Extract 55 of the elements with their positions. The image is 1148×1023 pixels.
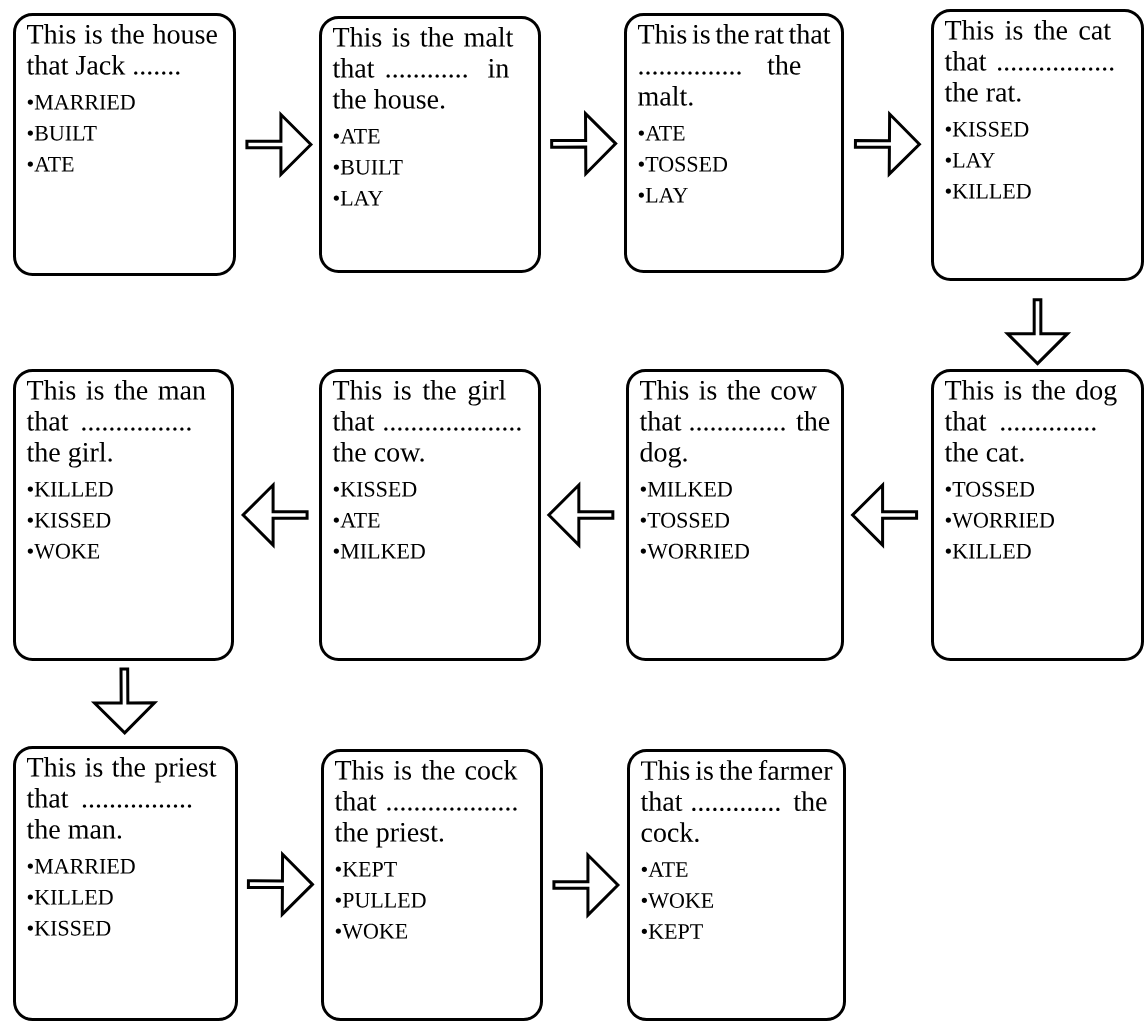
bullet-item: •WOKE [27, 543, 100, 559]
sentence: This is the girl that .................... the cow. [332, 380, 521, 462]
bullet-item: •ATE [333, 128, 380, 144]
text-box [319, 16, 541, 273]
text-box [319, 369, 541, 661]
sentence: This is the house that Jack ....... [26, 24, 217, 75]
bullet-item: •MILKED [333, 544, 425, 559]
text-box [13, 746, 238, 1021]
text-box [13, 13, 236, 276]
bullet-item: •WOKE [335, 923, 408, 939]
bullet-item: •KILLED [27, 482, 113, 497]
bullet-item: •KILLED [945, 544, 1031, 559]
text-box [931, 369, 1144, 661]
bullet-item: •KISSED [27, 920, 111, 936]
bullet-item: •TOSSED [945, 481, 1035, 497]
text-box [626, 369, 844, 661]
sentence: This is the cow that .............. the dog. [639, 380, 830, 468]
bullet-item: •KISSED [333, 481, 417, 497]
bullet-item: •ATE [27, 156, 74, 172]
bullet-item: •TOSSED [640, 512, 730, 528]
sentence: This is the dog that .............. the cat. [944, 380, 1117, 462]
bullet-item: •KILLED [945, 184, 1031, 199]
sentence: This is the farmer that ............. the cock. [640, 760, 833, 843]
bullet-item: •KEPT [335, 862, 397, 877]
bullet-item: •MILKED [640, 482, 732, 497]
bullet-item: •LAY [333, 190, 383, 206]
text-box [627, 749, 846, 1021]
sentence: This is the malt that ............ in the house. [332, 27, 514, 109]
sentence: This is the priest that ................ the man. [26, 757, 217, 839]
bullet-item: •ATE [641, 862, 688, 877]
sentence: This is the cock that ................... the priest. [334, 760, 518, 848]
bullet-item: •WORRIED [640, 543, 749, 559]
text-box [321, 749, 543, 1021]
bullet-item: •LAY [945, 152, 995, 168]
bullet-item: •KISSED [27, 512, 111, 528]
bullet-item: •BUILT [333, 160, 403, 175]
text-box [13, 369, 234, 661]
bullet-item: •BUILT [27, 126, 97, 141]
bullet-item: •KILLED [27, 890, 113, 905]
bullet-item: •LAY [638, 187, 688, 203]
bullet-item: •WORRIED [945, 512, 1054, 528]
text-box [624, 13, 844, 273]
bullet-item: •MARRIED [27, 94, 135, 110]
bullet-item: •KEPT [641, 924, 703, 939]
text-box [931, 9, 1144, 281]
sentence: This is the cat that ................. the rat. [944, 20, 1114, 102]
bullet-item: •KISSED [945, 121, 1029, 137]
bullet-item: •PULLED [335, 893, 426, 908]
sentence: This is the man that ................ the girl. [26, 380, 206, 468]
bullet-item: •ATE [638, 125, 685, 141]
sentence: This is the rat that ............... the malt. [638, 24, 831, 106]
bullet-item: •ATE [333, 512, 380, 528]
bullet-item: •TOSSED [638, 156, 728, 172]
bullet-item: •WOKE [641, 893, 714, 909]
bullet-item: •MARRIED [27, 858, 135, 874]
